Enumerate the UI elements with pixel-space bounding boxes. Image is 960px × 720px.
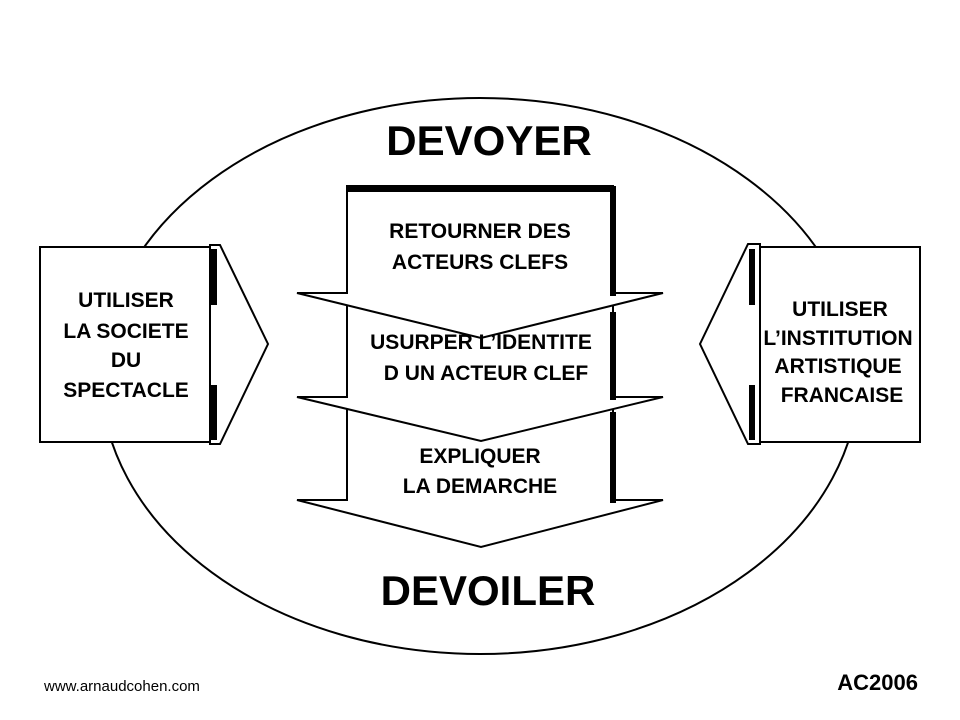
- chevron-step-1: [296, 185, 664, 340]
- left-arrow-line-3: DU: [111, 349, 141, 372]
- footer-code: AC2006: [837, 670, 918, 695]
- step-2-label-line-1: USURPER L’IDENTITE: [370, 331, 592, 354]
- right-arrow-line-4: FRANCAISE: [781, 384, 904, 407]
- left-arrow-line-4: SPECTACLE: [63, 379, 189, 402]
- left-arrow-line-2: LA SOCIETE: [63, 320, 188, 343]
- top-title: DEVOYER: [386, 117, 591, 164]
- footer-website: www.arnaudcohen.com: [43, 678, 200, 695]
- step-3-label-line-2: LA DEMARCHE: [403, 475, 557, 498]
- step-1-label-line-2: ACTEURS CLEFS: [392, 251, 568, 274]
- chevron-step-3: [296, 404, 664, 549]
- right-arrow-line-2: L’INSTITUTION: [763, 327, 912, 350]
- bottom-title: DEVOILER: [381, 567, 596, 614]
- right-arrow-line-1: UTILISER: [792, 298, 888, 321]
- step-1-label-line-1: RETOURNER DES: [389, 220, 571, 243]
- left-arrow-line-1: UTILISER: [78, 289, 174, 312]
- right-arrow-line-3: ARTISTIQUE: [774, 355, 901, 378]
- chevron-step-2: [296, 304, 664, 443]
- left-block-arrow: [39, 244, 270, 445]
- right-block-arrow: [698, 243, 921, 445]
- step-2-label-line-2: D UN ACTEUR CLEF: [384, 362, 589, 385]
- step-3-label-line-1: EXPLIQUER: [419, 445, 540, 468]
